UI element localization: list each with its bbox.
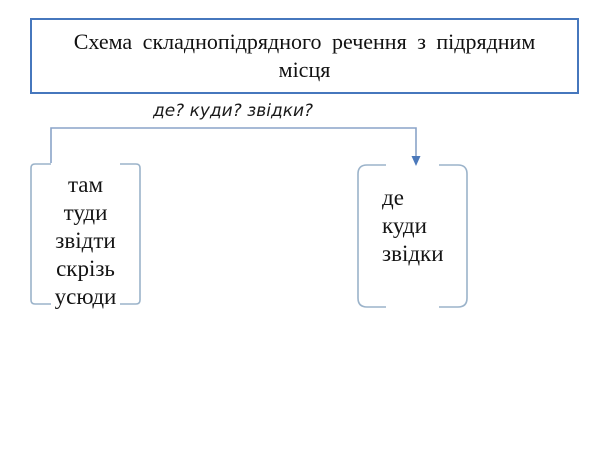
- slide-title-line2: місця: [278, 57, 331, 82]
- arrowhead-icon: [411, 156, 421, 166]
- right-bracket-open: [357, 164, 386, 308]
- left-bracket-close: [120, 163, 141, 305]
- left-box-word: скрізь: [56, 256, 115, 281]
- right-box-word-list: де куди звідки: [382, 184, 444, 268]
- title-box: Схема складнопідрядного речення з підряд…: [30, 18, 579, 94]
- right-box-word: куди: [382, 213, 427, 238]
- slide-title-line1: Схема складнопідрядного речення з підряд…: [73, 29, 536, 54]
- left-box-word: туди: [63, 200, 108, 225]
- left-box-word-list: там туди звідти скрізь усюди: [31, 171, 140, 311]
- left-bracket-open: [30, 163, 51, 305]
- connector-line: [50, 127, 417, 163]
- left-box-word: усюди: [54, 284, 117, 309]
- left-box-word: звідти: [55, 228, 116, 253]
- right-box-word: звідки: [382, 241, 444, 266]
- question-label: де? куди? звідки?: [152, 101, 314, 121]
- left-box-word: там: [67, 172, 104, 197]
- right-box-word: де: [382, 185, 404, 210]
- right-bracket-close: [439, 164, 468, 308]
